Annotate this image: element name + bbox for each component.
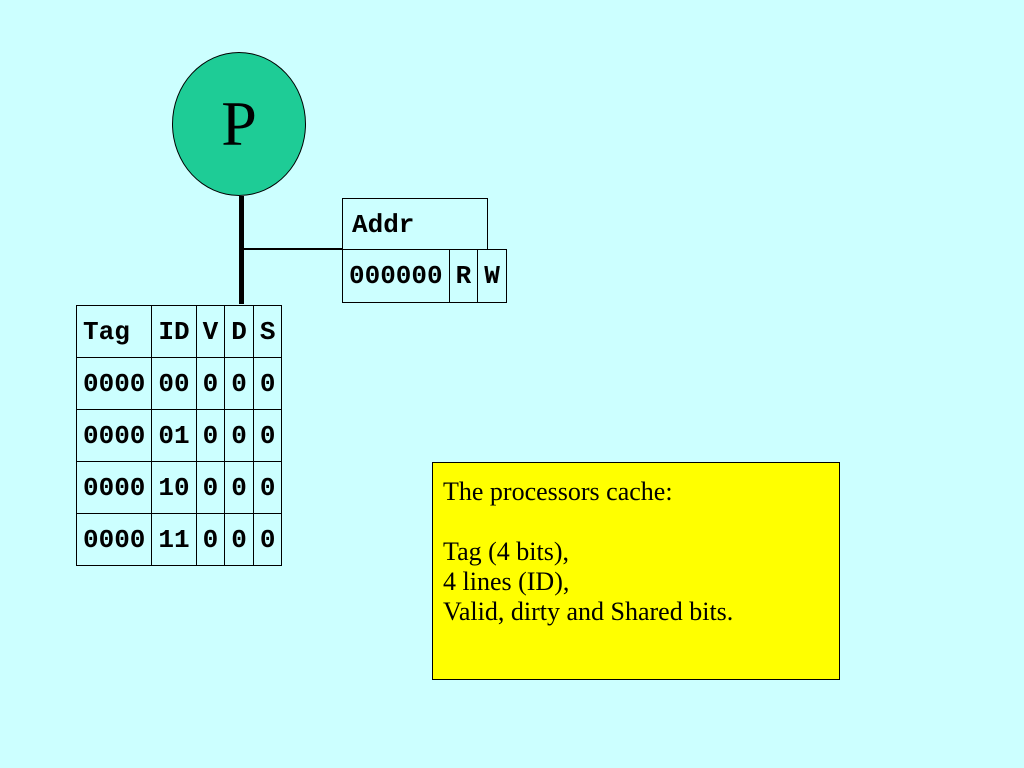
cell-id: 00 — [151, 357, 197, 410]
processor-label: P — [221, 88, 257, 159]
cache-row: 0000 00 0 0 0 — [75, 357, 283, 410]
header-id: ID — [151, 305, 197, 358]
cell-dirty: 0 — [224, 357, 254, 410]
processor-bus-line — [239, 196, 244, 304]
cache-row: 0000 11 0 0 0 — [75, 513, 283, 566]
cell-tag: 0000 — [75, 409, 153, 462]
cell-dirty: 0 — [224, 461, 254, 514]
cell-shared: 0 — [252, 513, 283, 566]
note-line: Tag (4 bits), — [443, 537, 569, 566]
cell-tag: 0000 — [75, 357, 153, 410]
cell-dirty: 0 — [224, 513, 254, 566]
cache-row: 0000 01 0 0 0 — [75, 409, 283, 462]
cache-description-note: The processors cache: Tag (4 bits), 4 li… — [432, 462, 840, 680]
header-shared: S — [252, 305, 283, 358]
header-dirty: D — [224, 305, 254, 358]
cell-id: 11 — [151, 513, 197, 566]
header-tag: Tag — [75, 305, 153, 358]
cell-valid: 0 — [195, 513, 226, 566]
cell-tag: 0000 — [75, 513, 153, 566]
cell-shared: 0 — [252, 409, 283, 462]
address-bus-line — [244, 248, 343, 250]
read-flag: R — [448, 249, 479, 303]
cache-row: 0000 10 0 0 0 — [75, 461, 283, 514]
cell-valid: 0 — [195, 461, 226, 514]
note-line: 4 lines (ID), — [443, 567, 570, 596]
note-title: The processors cache: — [443, 477, 673, 506]
write-flag: W — [477, 249, 507, 303]
cell-shared: 0 — [252, 461, 283, 514]
note-spacer — [443, 507, 829, 537]
cell-valid: 0 — [195, 409, 226, 462]
header-valid: V — [195, 305, 226, 358]
address-value: 000000 — [342, 249, 450, 303]
cache-header-row: Tag ID V D S — [75, 305, 283, 358]
address-title-box: Addr — [342, 198, 488, 250]
note-line: Valid, dirty and Shared bits. — [443, 597, 734, 626]
address-register: 000000 R W — [342, 249, 507, 303]
cell-tag: 0000 — [75, 461, 153, 514]
cell-id: 10 — [151, 461, 197, 514]
address-title: Addr — [352, 209, 415, 240]
cache-table: Tag ID V D S 0000 00 0 0 0 0000 01 0 0 0… — [75, 305, 283, 566]
cell-shared: 0 — [252, 357, 283, 410]
cell-id: 01 — [151, 409, 197, 462]
cell-valid: 0 — [195, 357, 226, 410]
processor-node: P — [172, 52, 306, 196]
cell-dirty: 0 — [224, 409, 254, 462]
